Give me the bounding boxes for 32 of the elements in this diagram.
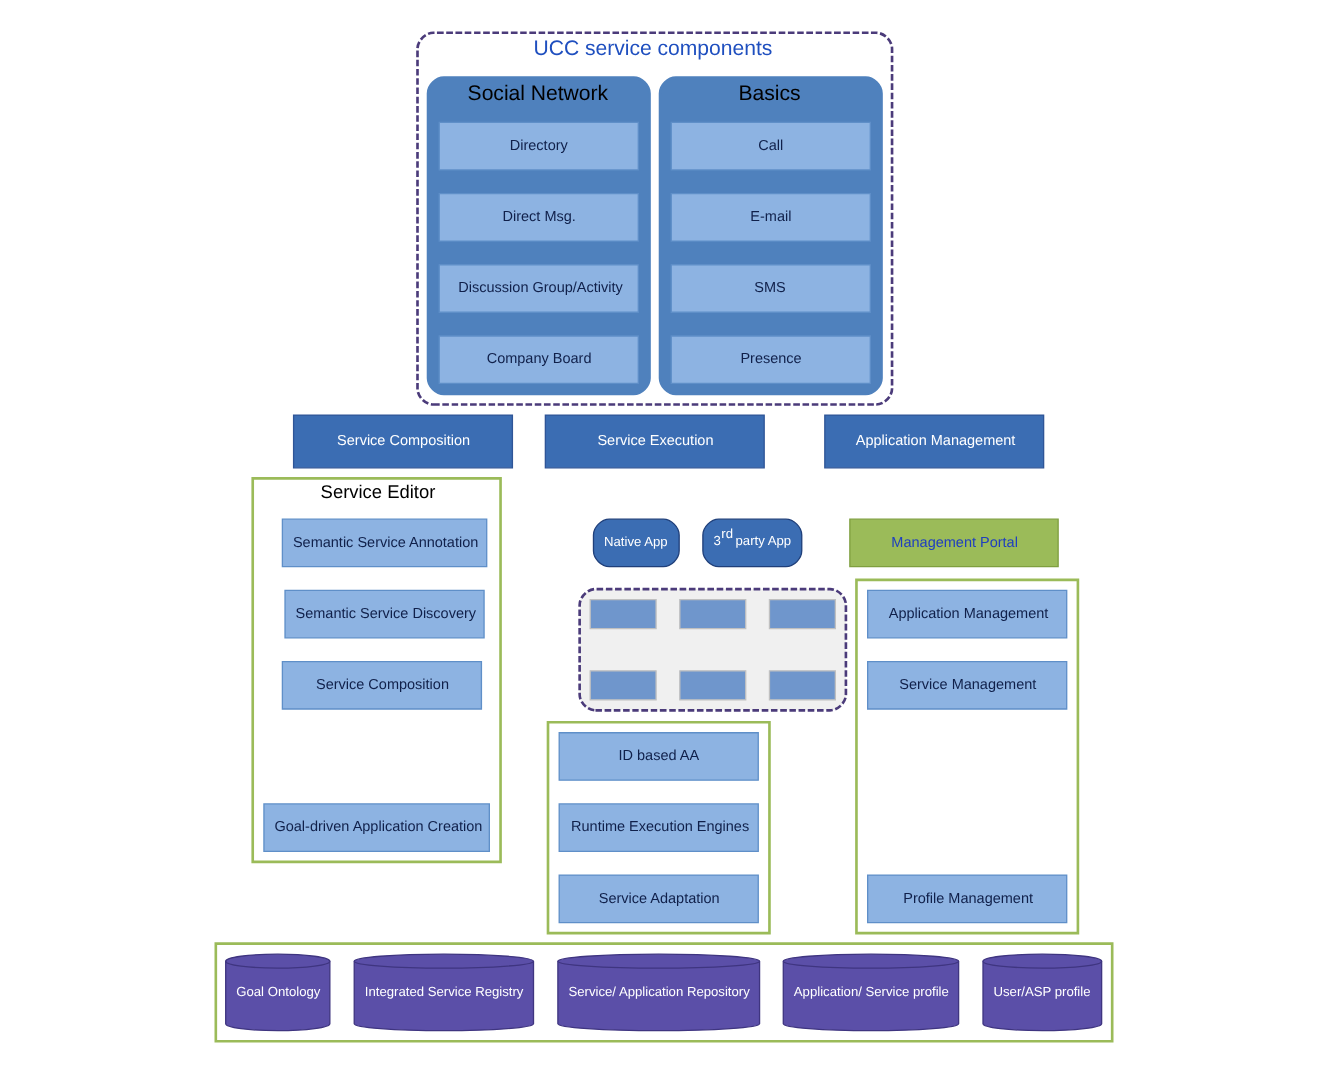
- node-box: [768, 598, 836, 630]
- node-box: Application Management: [824, 414, 1045, 469]
- node-box: Service Execution: [544, 414, 765, 469]
- node-box: [589, 598, 657, 630]
- node-box: E-mail: [670, 192, 871, 242]
- cluster: [855, 578, 1080, 935]
- node-box: Company Board: [438, 335, 639, 385]
- node-box: Runtime Execution Engines: [558, 803, 759, 853]
- node-box: Semantic Service Discovery: [284, 589, 485, 639]
- node-box: Service Composition: [281, 660, 483, 710]
- node-box: Profile Management: [867, 874, 1068, 924]
- node-box: Service Management: [867, 660, 1068, 710]
- node-box: Discussion Group/Activity: [438, 264, 639, 313]
- node-box: Application Management: [867, 589, 1068, 639]
- node-box: Presence: [670, 335, 871, 385]
- cluster: [214, 942, 1114, 1043]
- node-box: Service Composition: [292, 414, 514, 469]
- node-box: Directory: [438, 121, 639, 171]
- node-box: SMS: [670, 264, 871, 313]
- node-box: Goal-driven Application Creation: [263, 803, 490, 853]
- node-box: Call: [670, 121, 871, 171]
- node-box: Service Adaptation: [558, 874, 759, 924]
- node-box: Management Portal: [849, 518, 1059, 568]
- node-box: [679, 598, 747, 630]
- node-box: ID based AA: [558, 732, 759, 781]
- node-box: [589, 670, 657, 701]
- node-box: Semantic Service Annotation: [281, 518, 488, 568]
- cluster: [546, 720, 771, 935]
- node-box: [768, 670, 836, 701]
- node-box: Direct Msg.: [438, 192, 639, 242]
- node-box: [679, 670, 747, 701]
- cluster: [578, 587, 848, 712]
